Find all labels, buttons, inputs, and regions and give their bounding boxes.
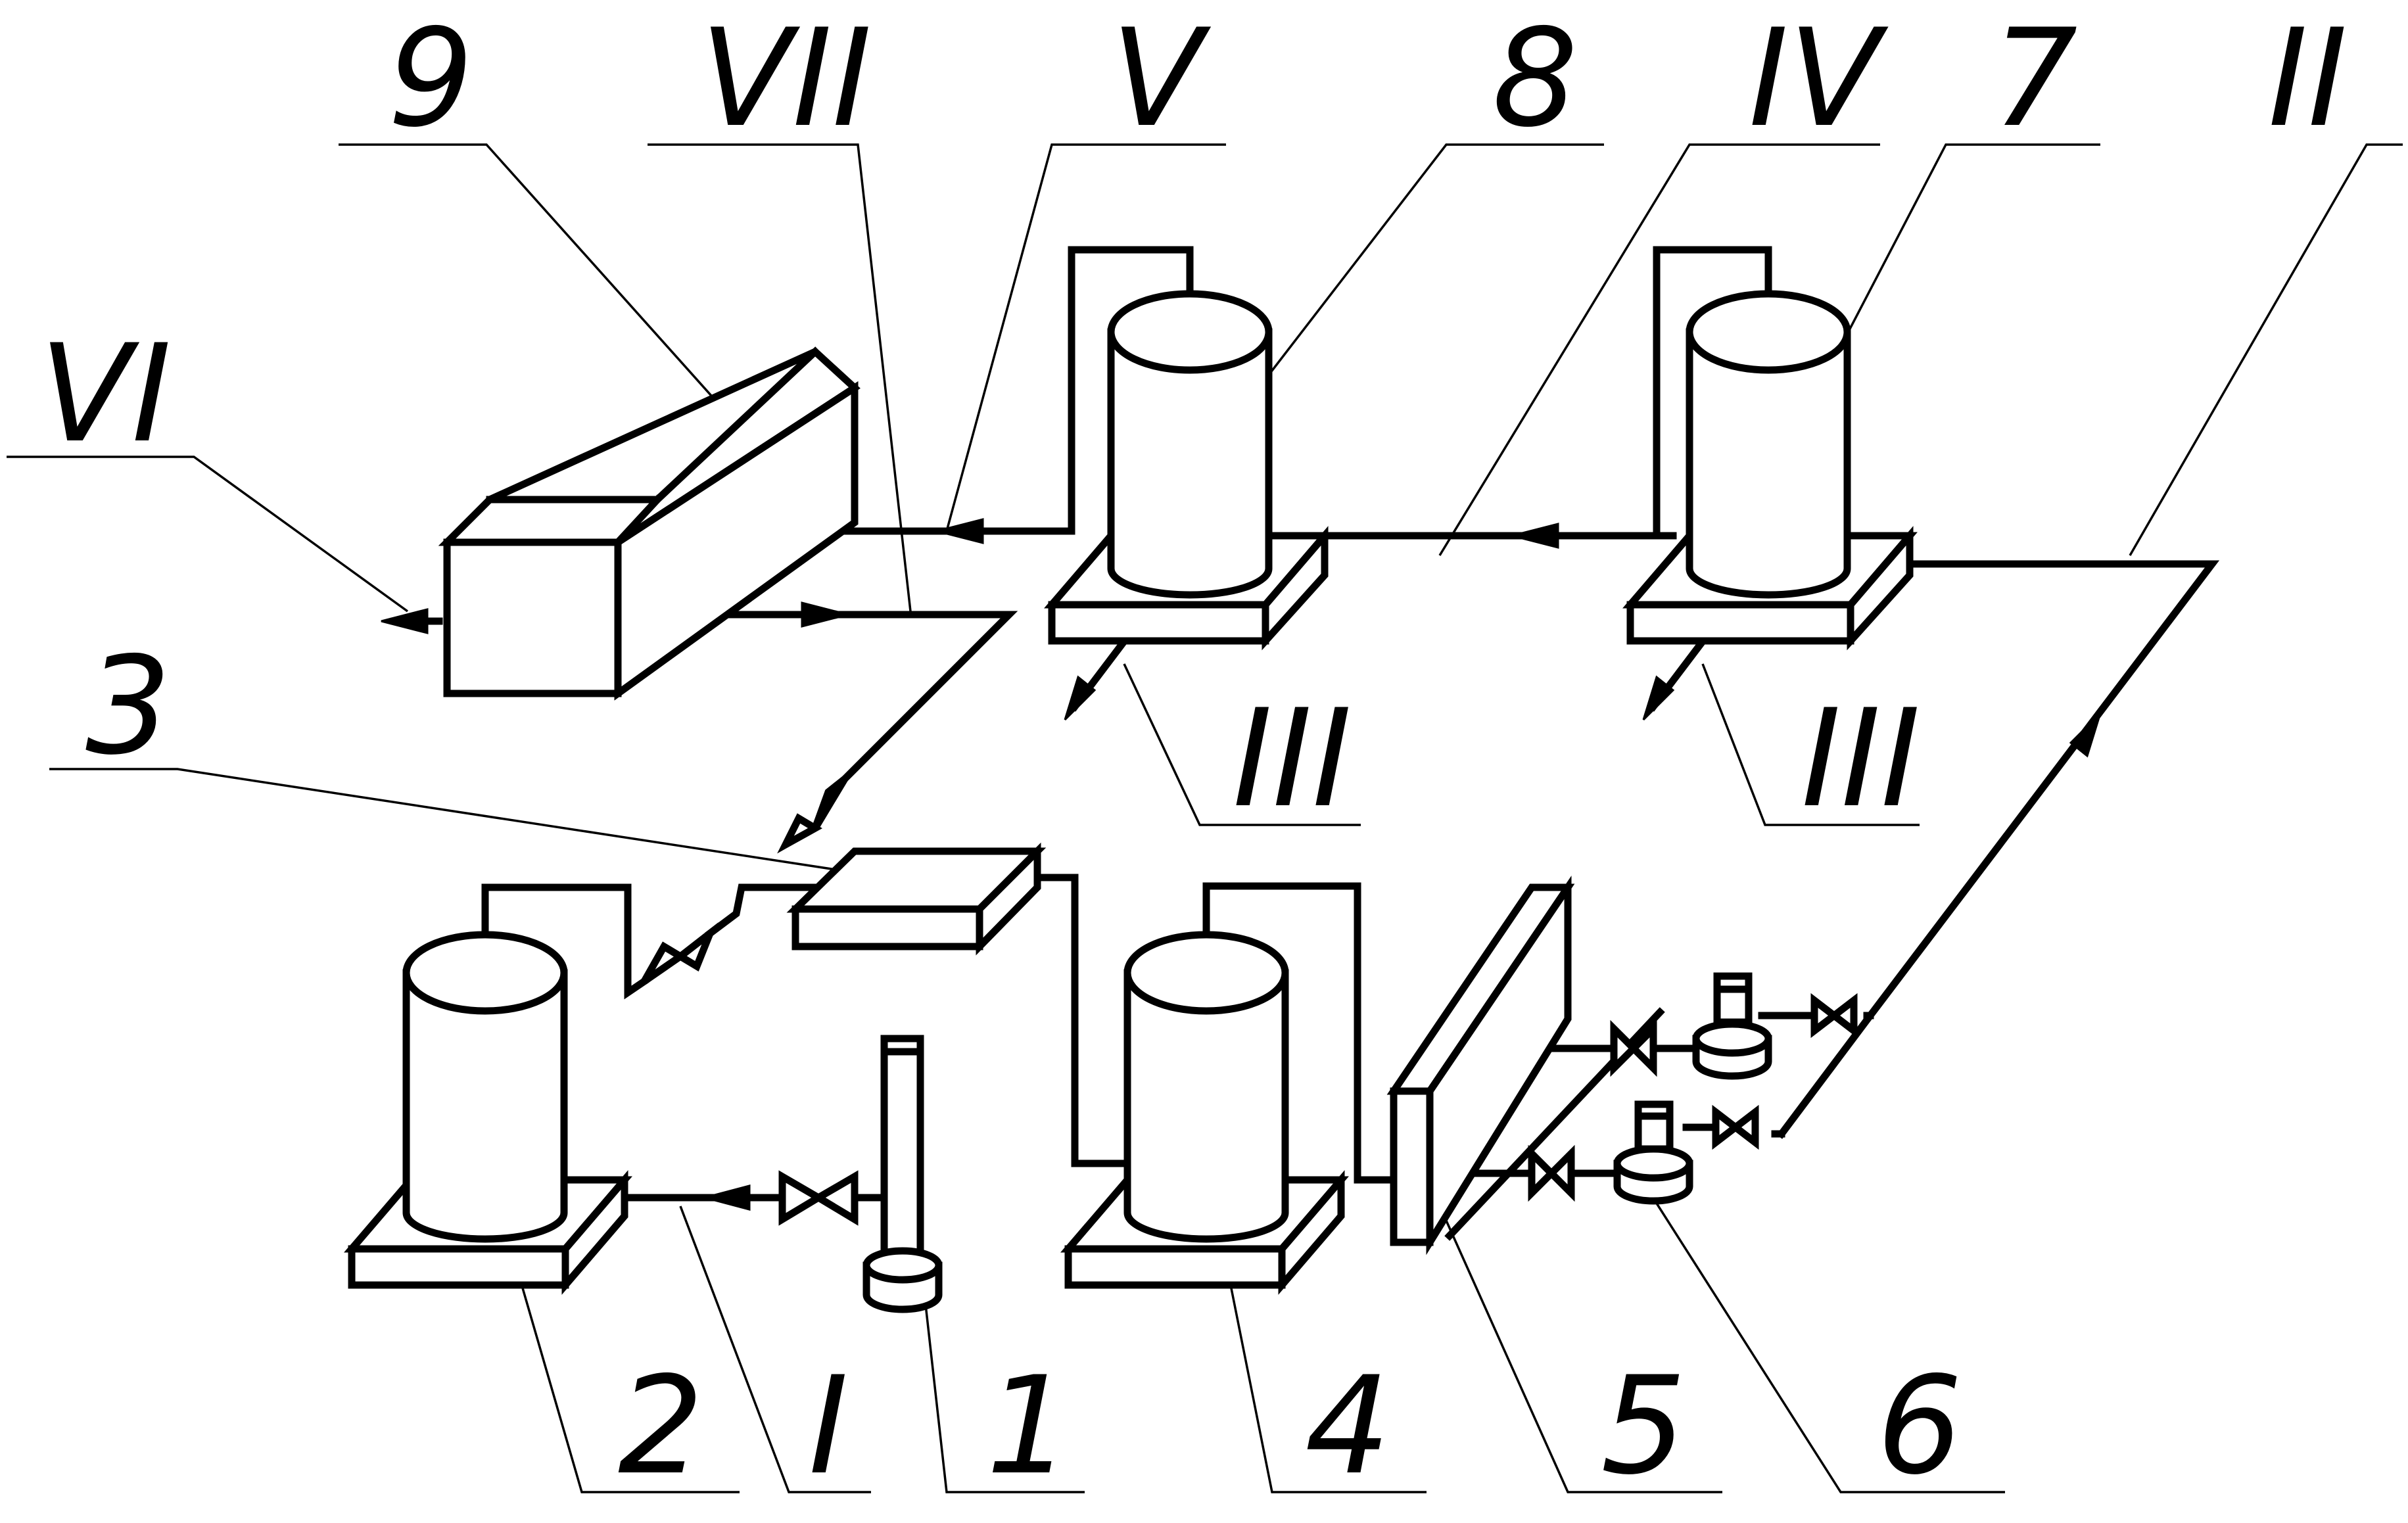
pump-6-upper: [1692, 972, 1772, 1080]
leader-V: [945, 143, 1226, 532]
arrow-II: [2069, 712, 2102, 758]
leader-8: [1202, 143, 1604, 461]
leader-VII: [648, 143, 912, 612]
leader-3: [49, 768, 888, 879]
label-1: 1: [986, 1348, 1072, 1505]
well-pump-1-column: [880, 1035, 924, 1276]
tank-7-body: [1686, 328, 1851, 599]
tank-2: [344, 931, 632, 1295]
label-VII: VII: [700, 1, 872, 157]
label-II: II: [2268, 1, 2348, 157]
arrow-IV: [1511, 523, 1559, 549]
pipe-II: [1776, 560, 2220, 1139]
leader-9: [339, 143, 741, 429]
leader-III-a: [1123, 663, 1361, 826]
filter-5-front: [1390, 1087, 1434, 1246]
valve-pump-upper-a: [1810, 993, 1841, 1039]
pump-6-upper-top: [1692, 1020, 1772, 1057]
leader-VI: [7, 456, 409, 613]
leader-IV: [1438, 143, 1880, 556]
label-V: V: [1111, 1, 1212, 157]
arrow-I: [701, 1184, 751, 1211]
valve-5-upper-a: [1610, 1019, 1639, 1077]
label-9: 9: [388, 1, 473, 157]
label-6: 6: [1877, 1348, 1962, 1505]
tank-7: [1622, 290, 1918, 651]
arrow-III-b: [1642, 675, 1675, 721]
unit-3-front: [791, 905, 983, 950]
tank-4: [1060, 931, 1349, 1295]
valve-diag-2-b: [811, 776, 848, 830]
valve-5-lower-b: [1546, 1144, 1575, 1202]
leader-III-b: [1701, 663, 1920, 826]
valves: [641, 776, 1858, 1226]
pipe-4-to-5: [1202, 882, 1398, 1184]
valve-I-b: [811, 1170, 859, 1226]
valve-diag-2-a: [777, 813, 822, 854]
pipe-tank2-out: [481, 883, 649, 1000]
tank-4-body: [1123, 969, 1289, 1243]
tank-4-lid: [1123, 931, 1289, 1015]
valve-diag-1-a: [641, 941, 688, 985]
label-VI: VI: [39, 316, 172, 473]
label-8: 8: [1492, 1, 1578, 157]
label-I: I: [809, 1348, 848, 1505]
tank-4-base-front: [1064, 1245, 1286, 1289]
pump-6-lower-motor: [1634, 1100, 1674, 1153]
valve-pump-lower-b: [1729, 1104, 1759, 1150]
filter-5: [1386, 876, 1575, 1255]
tank-2-lid: [402, 931, 568, 1015]
pump-6-upper-motor: [1713, 972, 1753, 1026]
label-7: 7: [1992, 1, 2077, 157]
tank-2-body: [402, 969, 568, 1243]
arrow-III-a: [1064, 675, 1097, 721]
leader-6: [1649, 1192, 2005, 1493]
crystallizer-9-front: [443, 538, 622, 697]
valve-I: [778, 1170, 826, 1226]
labels: 9 VII V 8 IV 7 II VI 3 III III 2 I 1 4 5…: [39, 1, 2348, 1505]
tank-2-base-front: [348, 1245, 569, 1289]
pipe-VII: [653, 611, 1018, 784]
label-5: 5: [1601, 1348, 1686, 1505]
tank-7-lid: [1686, 290, 1851, 374]
pipe-tank7-riser: [1653, 246, 1772, 540]
label-3: 3: [85, 628, 171, 785]
tank-8-base-front: [1048, 601, 1269, 645]
tank-8-lid: [1107, 290, 1273, 374]
leader-5: [1425, 1176, 1722, 1493]
leader-II: [2129, 143, 2403, 556]
well-pump-1: [862, 1035, 943, 1313]
well-pump-1-base-top: [862, 1247, 943, 1284]
valve-diag-1-b: [674, 922, 719, 972]
label-2: 2: [618, 1348, 703, 1505]
pump-6-lower: [1613, 1100, 1693, 1205]
pipe-3-to-4: [1033, 874, 1128, 1167]
tank-7-base-front: [1626, 601, 1854, 645]
valve-5-lower-a: [1528, 1144, 1557, 1202]
tank-8-body: [1107, 328, 1273, 599]
label-IV: IV: [1749, 1, 1889, 157]
crystallizer-9-ridge-2: [613, 494, 663, 548]
leader-I: [679, 1206, 871, 1493]
label-4: 4: [1305, 1348, 1390, 1505]
pump-6-lower-top: [1613, 1145, 1693, 1182]
valve-pump-upper-b: [1828, 993, 1858, 1039]
crystallizer-9: [438, 346, 861, 701]
unit-3: [786, 842, 1047, 956]
valve-5-upper-b: [1628, 1019, 1657, 1077]
label-III-a: III: [1233, 681, 1352, 837]
arrow-V: [936, 518, 984, 544]
label-III-b: III: [1801, 681, 1920, 837]
arrow-VI: [381, 608, 429, 634]
tank-8: [1044, 290, 1333, 651]
valve-pump-lower-a: [1712, 1104, 1742, 1150]
